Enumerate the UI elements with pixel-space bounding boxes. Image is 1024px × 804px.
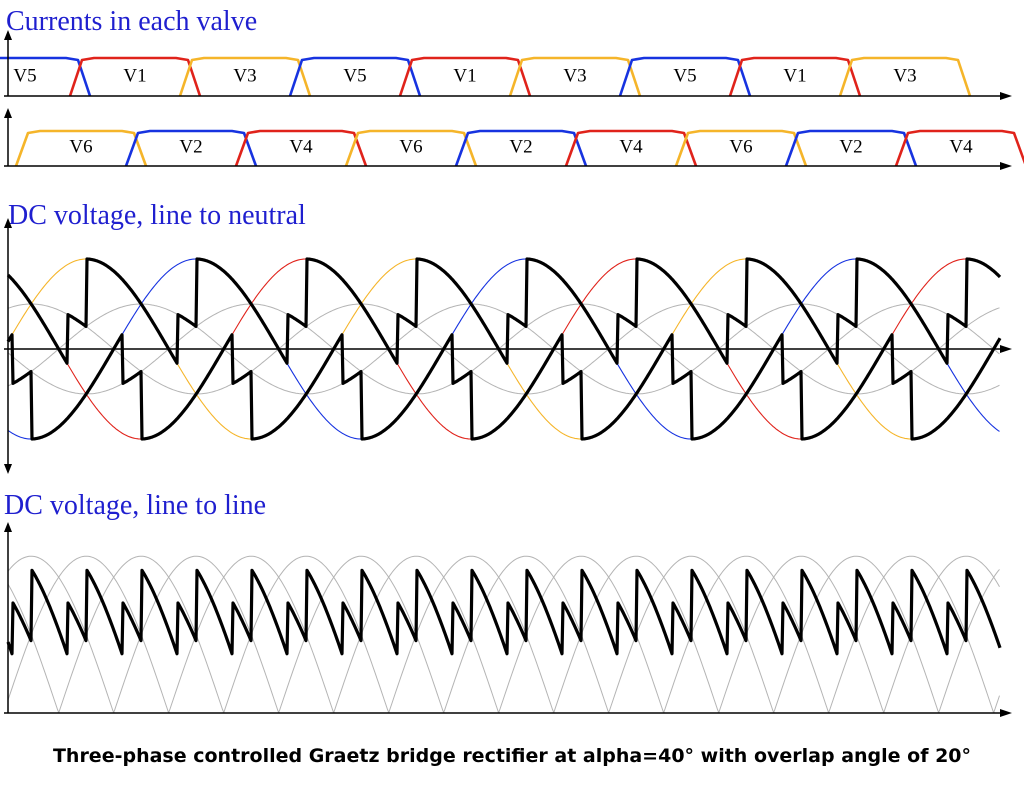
valve-label-v4: V4 xyxy=(949,137,973,158)
ll-x-axis-arrow xyxy=(1000,709,1012,717)
valve-label-v6: V6 xyxy=(399,137,422,158)
axes xyxy=(4,30,1012,717)
dc-rail-negative xyxy=(6,333,1002,441)
ll-aux-curve-1 xyxy=(7,555,1000,714)
aux-curve-2 xyxy=(7,303,1000,395)
upper-valve-pulse-v3 xyxy=(838,56,972,97)
valve-label-v5: V5 xyxy=(673,66,696,87)
lower-valve-pulse-v4 xyxy=(894,129,1024,167)
valve-label-v1: V1 xyxy=(783,66,806,87)
figure-caption: Three-phase controlled Graetz bridge rec… xyxy=(52,745,972,767)
valve-label-v1: V1 xyxy=(123,66,146,87)
valve-label-v2: V2 xyxy=(509,137,532,158)
valve-label-v2: V2 xyxy=(179,137,202,158)
ll-aux-curve-0 xyxy=(7,555,1000,714)
valve-label-v3: V3 xyxy=(563,66,586,87)
currents-lower-x-axis-arrow xyxy=(1000,162,1012,170)
ll-aux-curve-5 xyxy=(8,555,1000,714)
ll-voltage-panel xyxy=(6,555,1002,714)
valve-label-v1: V1 xyxy=(453,66,476,87)
dc-output-line-to-line xyxy=(6,568,1002,656)
ln-voltage-title: DC voltage, line to neutral xyxy=(8,200,306,231)
valve-label-v6: V6 xyxy=(69,137,92,158)
ll-y-axis-arrow xyxy=(4,522,12,532)
phase-voltage-c xyxy=(7,258,1000,440)
ll-aux-curve-4 xyxy=(8,555,1000,714)
ln-y-axis-arrow xyxy=(4,218,12,228)
ll-aux-curve-2 xyxy=(7,555,1000,714)
ln-voltage-panel xyxy=(6,257,1002,441)
valve-label-v3: V3 xyxy=(893,66,916,87)
valve-label-v6: V6 xyxy=(729,137,752,158)
valve-label-v5: V5 xyxy=(13,66,36,87)
ln-y-axis-arrow-down xyxy=(4,464,12,474)
currents-title: Currents in each valve xyxy=(6,6,258,37)
aux-curve-0 xyxy=(7,303,1000,395)
currents-upper-y-axis-arrow xyxy=(4,30,12,40)
aux-curve-1 xyxy=(7,303,1000,395)
valve-label-v4: V4 xyxy=(289,137,313,158)
dc-rail-positive xyxy=(6,257,1002,365)
ln-x-axis-arrow xyxy=(1000,345,1012,353)
valve-label-v3: V3 xyxy=(233,66,256,87)
ll-voltage-title: DC voltage, line to line xyxy=(4,490,267,521)
valve-label-v5: V5 xyxy=(343,66,366,87)
valve-label-v4: V4 xyxy=(619,137,643,158)
currents-upper-x-axis-arrow xyxy=(1000,92,1012,100)
currents-lower-y-axis-arrow xyxy=(4,108,12,118)
ll-aux-curve-3 xyxy=(8,555,1000,714)
valve-label-v2: V2 xyxy=(839,137,862,158)
